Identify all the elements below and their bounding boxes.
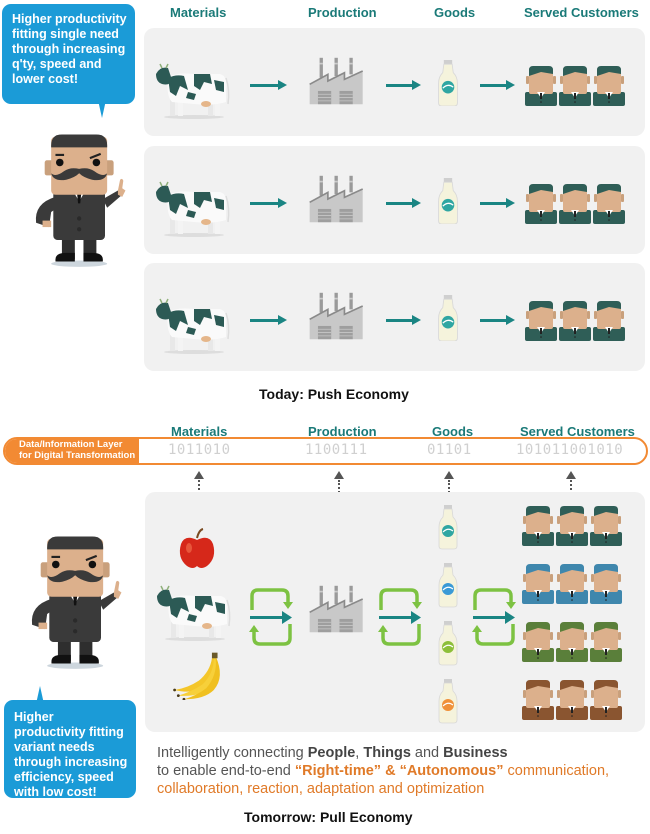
push-speech-bubble: Higher productivity fitting single need … [2, 4, 135, 104]
customer-group-icon [522, 678, 622, 720]
cycle-arrow-icon [471, 586, 517, 648]
description-line-1: Intelligently connecting People, Things … [157, 744, 609, 762]
pull-header-materials: Materials [171, 424, 228, 439]
milk-bottle-icon [438, 620, 458, 666]
uplink-arrow-icon [194, 471, 204, 479]
customers-bits: 101011001010 [516, 442, 624, 458]
description-line-2: to enable end-to-end “Right-time” & “Aut… [157, 762, 609, 780]
cow-icon [155, 582, 235, 642]
push-header-customers: Served Customers [524, 5, 639, 20]
cow-icon [154, 295, 234, 355]
push-header-goods: Goods [434, 5, 476, 20]
customer-group-icon [522, 562, 622, 604]
arrow-icon [250, 80, 287, 89]
cycle-arrow-icon [377, 586, 423, 648]
data-information-layer: Data/Information Layer for Digital Trans… [3, 437, 648, 465]
factory-icon [308, 287, 366, 345]
arrow-icon [250, 198, 287, 207]
text: , [355, 745, 364, 761]
pull-description: Intelligently connecting People, Things … [157, 744, 609, 798]
data-layer-label-line2: for Digital Transformation [19, 449, 136, 461]
push-row-2 [144, 146, 645, 254]
pull-speech-bubble: Higher productivity fitting variant need… [4, 700, 136, 799]
arrow-icon [480, 315, 515, 324]
arrow-icon [480, 198, 515, 207]
pull-character-icon [14, 530, 132, 670]
cow-icon [154, 60, 234, 120]
banana-icon [169, 652, 225, 700]
text: Intelligently connecting [157, 745, 308, 761]
arrow-icon [386, 80, 421, 89]
milk-bottle-icon [437, 60, 459, 106]
description-line-3: collaboration, reaction, adaptation and … [157, 781, 485, 797]
push-header-production: Production [308, 5, 377, 20]
customer-group-icon [525, 64, 625, 106]
customer-group-icon [525, 299, 625, 341]
goods-bits: 01101 [427, 442, 472, 458]
uplink-arrow-icon [444, 471, 454, 479]
pull-header-customers: Served Customers [520, 424, 635, 439]
highlight-keywords: “Right-time” & “Autonomous” [294, 763, 504, 779]
things-keyword: Things [363, 745, 411, 761]
push-header-materials: Materials [170, 5, 227, 20]
goods-uplink [448, 480, 450, 496]
arrow-icon [250, 315, 287, 324]
push-caption: Today: Push Economy [259, 386, 409, 402]
uplink-arrow-icon [566, 471, 576, 479]
factory-icon [308, 170, 366, 228]
milk-bottle-icon [437, 178, 459, 224]
pull-header-goods: Goods [432, 424, 474, 439]
customer-group-icon [522, 620, 622, 662]
milk-bottle-icon [438, 562, 458, 608]
milk-bottle-icon [438, 504, 458, 550]
text: communication, [503, 763, 610, 779]
production-bits: 1100111 [305, 442, 368, 458]
materials-bits: 1011010 [168, 442, 231, 458]
text: to enable end-to-end [157, 763, 295, 779]
customer-group-icon [522, 504, 622, 546]
factory-icon [308, 580, 366, 638]
customer-group-icon [525, 182, 625, 224]
cycle-arrow-icon [248, 586, 294, 648]
arrow-icon [480, 80, 515, 89]
pull-bubble-text: Higher productivity fitting variant need… [14, 710, 128, 799]
pull-header-production: Production [308, 424, 377, 439]
factory-icon [308, 52, 366, 110]
apple-icon [177, 528, 217, 570]
push-bubble-tail [98, 100, 106, 118]
arrow-icon [386, 198, 421, 207]
push-character-icon [18, 128, 136, 268]
push-row-1 [144, 28, 645, 136]
milk-bottle-icon [438, 678, 458, 724]
business-keyword: Business [443, 745, 508, 761]
data-layer-label: Data/Information Layer for Digital Trans… [5, 439, 139, 463]
text: and [410, 745, 444, 761]
pull-caption: Tomorrow: Pull Economy [244, 809, 413, 825]
people-keyword: People [307, 745, 356, 761]
milk-bottle-icon [437, 295, 459, 341]
push-row-3 [144, 263, 645, 371]
pull-panel [145, 492, 645, 732]
uplink-arrow-icon [334, 471, 344, 479]
push-bubble-text: Higher productivity fitting single need … [12, 12, 127, 86]
pull-bubble-tail [36, 686, 44, 704]
customers-uplink [570, 480, 572, 494]
cow-icon [154, 178, 234, 238]
data-layer-label-line1: Data/Information Layer [19, 439, 123, 450]
arrow-icon [386, 315, 421, 324]
